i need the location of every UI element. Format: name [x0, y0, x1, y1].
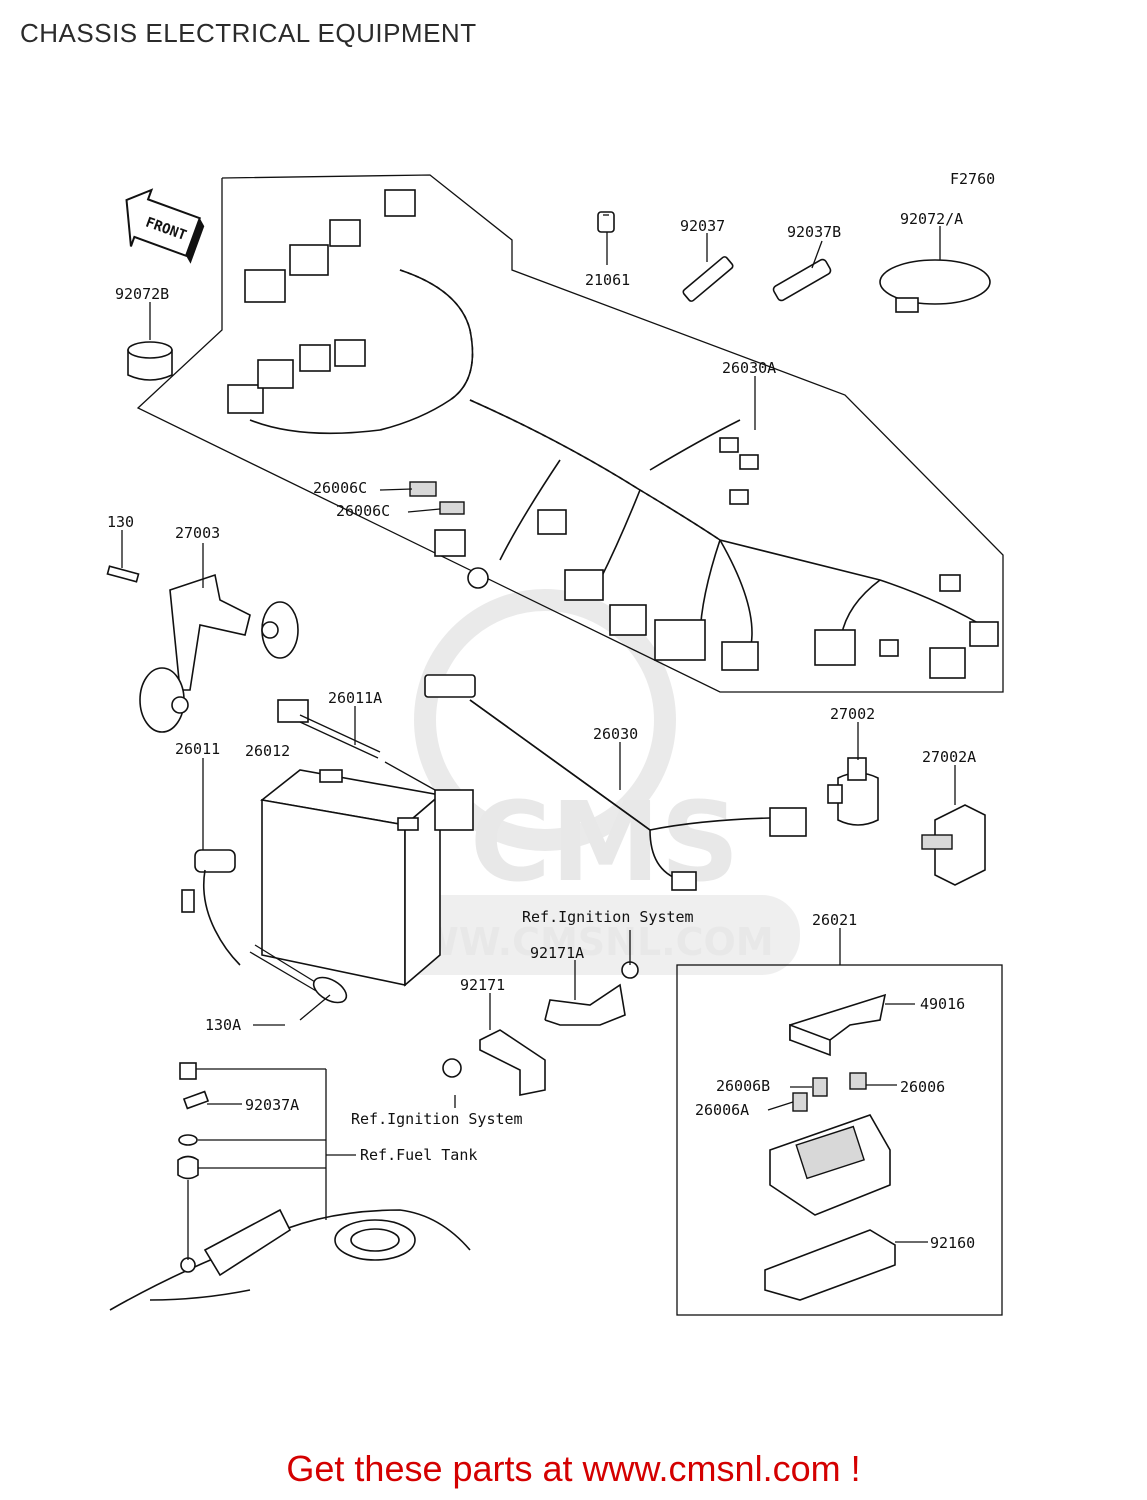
- tank-hardware: [177, 1062, 210, 1180]
- page-title: CHASSIS ELECTRICAL EQUIPMENT: [20, 18, 477, 48]
- fuse-box-body: [769, 1114, 891, 1216]
- watermark-url: WWW.CMSNL.COM: [375, 920, 774, 964]
- label-92160: 92160: [930, 1234, 975, 1252]
- label-27002A: 27002A: [922, 748, 976, 766]
- main-harness: [227, 189, 999, 679]
- fuse-box-tray-92160: [764, 1229, 896, 1301]
- label-92072B: 92072B: [115, 285, 169, 303]
- label-26011: 26011: [175, 740, 220, 758]
- label-92171A: 92171A: [530, 944, 584, 962]
- label-130A: 130A: [205, 1016, 241, 1034]
- promo-footer: Get these parts at www.cmsnl.com !: [286, 1448, 861, 1489]
- label-26030: 26030: [593, 725, 638, 743]
- reference-labels: Ref.Ignition System Ref.Ignition System …: [351, 908, 694, 1164]
- ref-ignition-system-2: Ref.Ignition System: [351, 1110, 523, 1128]
- relay-27002A: [921, 804, 986, 886]
- bracket-92171: [442, 1029, 546, 1096]
- label-49016: 49016: [920, 995, 965, 1013]
- cable-26011A: [277, 699, 474, 831]
- cable-26030: [424, 674, 807, 891]
- fuses-26006: [792, 1072, 867, 1112]
- label-92037: 92037: [680, 217, 725, 235]
- bracket-92171A: [544, 961, 639, 1026]
- label-92037B: 92037B: [787, 223, 841, 241]
- ref-fuel-tank: Ref.Fuel Tank: [360, 1146, 477, 1164]
- part-92072A: [879, 259, 991, 313]
- figure-code: F2760: [950, 170, 995, 188]
- fuse-box-cover-49016: [789, 993, 887, 1057]
- part-92072B: [127, 341, 173, 381]
- part-92037: [682, 256, 734, 302]
- label-92072A: 92072/A: [900, 210, 963, 228]
- leader-lines: [121, 226, 956, 1243]
- label-26011A: 26011A: [328, 689, 382, 707]
- horn-27003: [106, 565, 299, 733]
- part-labels: 21061 92037 92037B 92072/A 92072B 26030A…: [107, 210, 976, 1252]
- label-26030A: 26030A: [722, 359, 776, 377]
- label-26006C-2: 26006C: [336, 502, 390, 520]
- front-arrow-icon: FRONT: [125, 188, 205, 264]
- label-26012: 26012: [245, 742, 290, 760]
- label-26006C-1: 26006C: [313, 479, 367, 497]
- label-92171: 92171: [460, 976, 505, 994]
- label-21061: 21061: [585, 271, 630, 289]
- label-92037A: 92037A: [245, 1096, 299, 1114]
- part-26006C: [409, 481, 465, 515]
- label-27002: 27002: [830, 705, 875, 723]
- ref-ignition-system-1: Ref.Ignition System: [522, 908, 694, 926]
- label-26006B: 26006B: [716, 1077, 770, 1095]
- part-21061: [597, 211, 615, 233]
- relay-27002: [827, 757, 879, 826]
- part-92037B: [772, 258, 832, 302]
- label-130: 130: [107, 513, 134, 531]
- label-26006: 26006: [900, 1078, 945, 1096]
- label-26006A: 26006A: [695, 1101, 749, 1119]
- fuel-tank: [109, 1180, 471, 1311]
- cable-26011: [181, 849, 241, 966]
- harness-frame: [136, 174, 1004, 693]
- battery-26012: [260, 769, 442, 987]
- label-26021: 26021: [812, 911, 857, 929]
- label-27003: 27003: [175, 524, 220, 542]
- parts-diagram: CMS WWW.CMSNL.COM F2760 FRONT: [106, 170, 1004, 1316]
